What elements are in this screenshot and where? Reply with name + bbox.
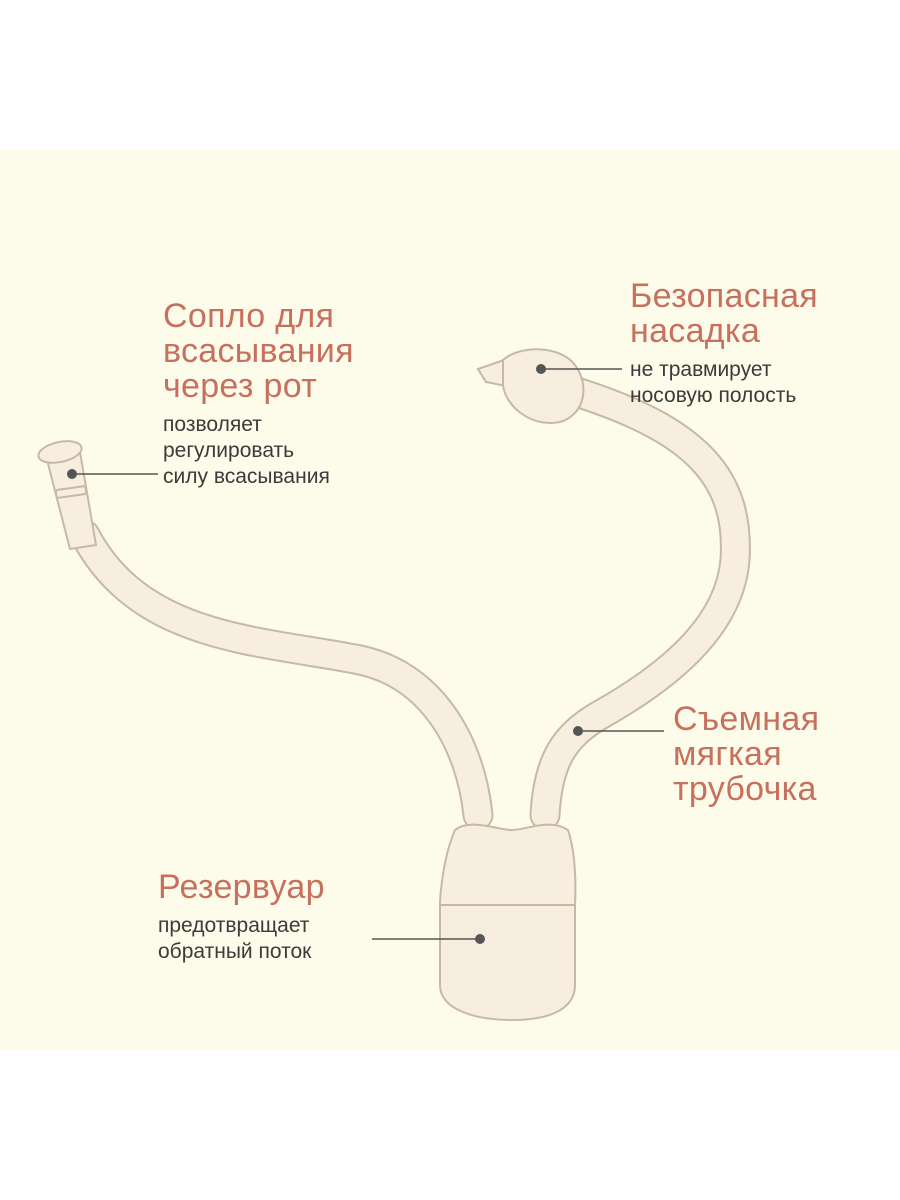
- label-mouth-nozzle: Сопло для всасывания через рот позволяет…: [163, 299, 354, 490]
- label-soft-tube: Съемная мягкая трубочка: [673, 702, 819, 807]
- reservoir-title: Резервуар: [158, 868, 325, 906]
- pointer-reservoir: [372, 934, 485, 944]
- label-reservoir: Резервуар предотвращает обратный поток: [158, 870, 325, 965]
- reservoir-desc: предотвращает обратный поток: [158, 914, 312, 963]
- safe-tip-title: Безопасная насадка: [630, 277, 819, 350]
- mouth-nozzle-title: Сопло для всасывания через рот: [163, 297, 354, 405]
- pointer-soft-tube: [573, 726, 664, 736]
- right-tube: [529, 374, 751, 831]
- mouth-nozzle-desc: позволяет регулировать силу всасывания: [163, 413, 330, 488]
- label-safe-tip: Безопасная насадка не травмирует носовую…: [630, 279, 818, 409]
- safe-tip-desc: не травмирует носовую полость: [630, 358, 797, 407]
- mouth-nozzle: [37, 440, 98, 551]
- pointer-mouth-nozzle: [67, 469, 158, 479]
- safe-tip: [476, 348, 585, 424]
- left-tube: [69, 519, 494, 831]
- soft-tube-title: Съемная мягкая трубочка: [673, 700, 820, 808]
- reservoir-body: [439, 823, 577, 1022]
- pointer-safe-tip: [536, 364, 622, 374]
